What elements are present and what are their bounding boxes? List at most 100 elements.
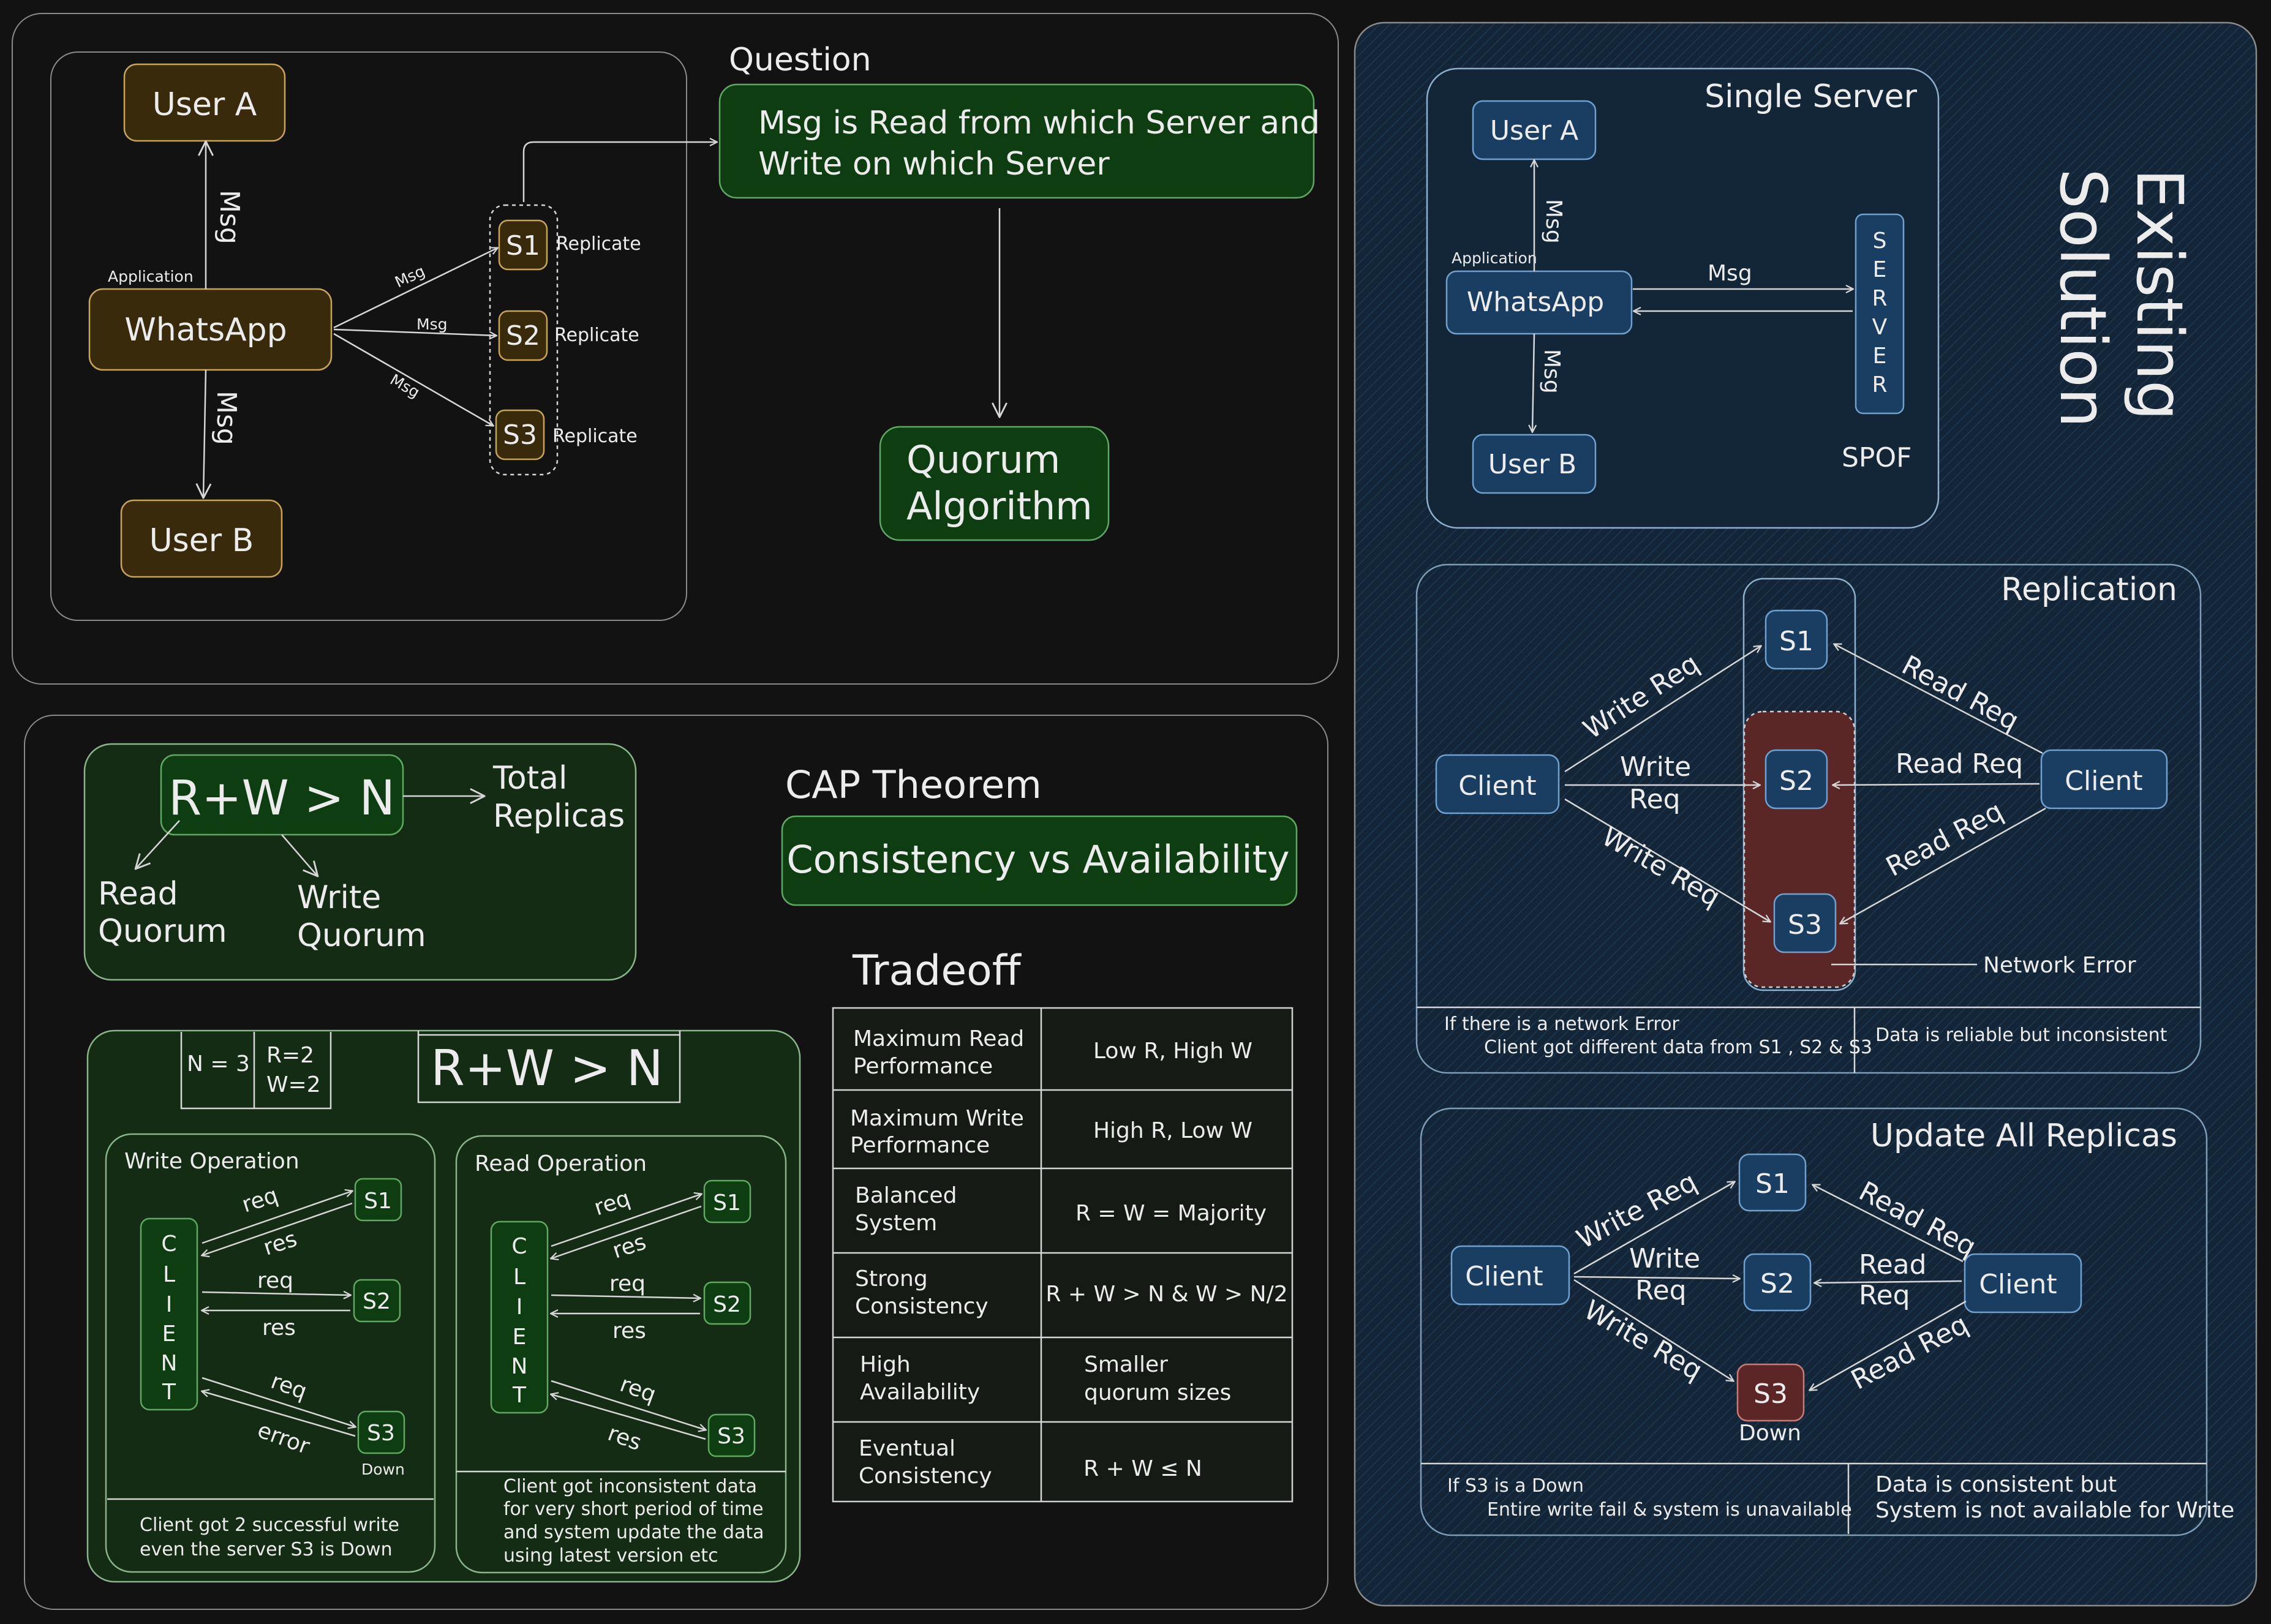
rep-write-label-2a: Write: [1620, 751, 1691, 783]
top-diagram-frame: [50, 51, 687, 621]
server-s3-node: S3: [495, 409, 545, 461]
write-client-t: T: [162, 1380, 176, 1405]
read-res-s3: [551, 1394, 706, 1440]
total-line-1: Total: [492, 760, 567, 797]
rep-note-right: Data is reliable but inconsistent: [1875, 1024, 2167, 1046]
rep-client-right-node: Client: [2040, 749, 2168, 810]
write-s1-node: S1: [354, 1178, 402, 1222]
read-s2-node: S2: [703, 1281, 751, 1325]
cap-subtitle-node: Consistency vs Availability: [781, 815, 1298, 906]
write-client-e: E: [162, 1321, 176, 1347]
tradeoff-row-2-left-2: Performance: [850, 1133, 990, 1158]
tradeoff-row-5-left-2: Availability: [860, 1380, 980, 1405]
read-quorum-line-2: Quorum: [98, 913, 227, 950]
tradeoff-row-6-left-2: Consistency: [859, 1464, 992, 1489]
read-caption-4: using latest version etc: [503, 1545, 718, 1566]
write-res-s1: [202, 1202, 353, 1255]
rep-read-s2: [1833, 784, 2040, 785]
formula-node: R+W > N: [160, 754, 404, 836]
single-user-a-node: User A: [1472, 100, 1597, 160]
read-res-s1: [551, 1205, 702, 1258]
question-line-2: Write on which Server: [758, 146, 1110, 182]
total-line-2: Replicas: [493, 798, 625, 835]
question-heading: Question: [729, 42, 872, 78]
example-formula-box: R+W > N: [417, 1031, 681, 1103]
edge-msg-2: Msg: [416, 315, 447, 333]
tradeoff-row-3-left-1: Balanced: [855, 1183, 957, 1208]
upd-s3-label: S3: [1753, 1378, 1788, 1410]
server-letter-e2: E: [1873, 344, 1887, 369]
msg-up-label: Msg: [214, 190, 245, 244]
single-server-panel: [1426, 67, 1940, 529]
tradeoff-row-4-left-2: Consistency: [855, 1294, 989, 1319]
rep-client-left-node: Client: [1435, 754, 1560, 814]
tradeoff-row-5-right-1: Smaller: [1084, 1352, 1168, 1377]
upd-note-1: If S3 is a Down: [1447, 1475, 1584, 1497]
rep-client-right-label: Client: [2065, 765, 2142, 797]
s3-label: S3: [503, 419, 537, 451]
upd-write-s3: [1573, 1279, 1733, 1381]
single-edge-to-user-b: [1532, 333, 1534, 432]
param-w: W=2: [266, 1072, 321, 1097]
write-s3-node: S3: [357, 1410, 405, 1454]
top-section-frame: [12, 13, 1339, 685]
rep-write-s1: [1564, 646, 1761, 773]
replicate-label-2: Replicate: [554, 325, 639, 346]
edge-replica-to-question: [522, 142, 717, 202]
rep-client-left-label: Client: [1458, 770, 1536, 802]
param-r: R=2: [266, 1043, 314, 1068]
read-client-c: C: [511, 1234, 527, 1259]
single-whatsapp-label: WhatsApp: [1467, 287, 1605, 318]
write-req-label-2: req: [257, 1268, 293, 1293]
upd-s2-label: S2: [1760, 1268, 1795, 1299]
write-s1-label: S1: [364, 1189, 392, 1214]
rep-s3-label: S3: [1788, 909, 1822, 941]
write-quorum-line-1: Write: [297, 879, 381, 916]
upd-read-s2: [1815, 1281, 1962, 1283]
upd-client-left-node: Client: [1450, 1245, 1570, 1306]
single-msg-down: Msg: [1539, 349, 1564, 394]
server-letter-r1: R: [1872, 286, 1887, 311]
rep-write-label-2b: Req: [1629, 784, 1681, 815]
tradeoff-row-4-left-1: Strong: [855, 1266, 928, 1291]
existing-title-line-1: Existing: [2122, 168, 2197, 421]
read-s2-label: S2: [713, 1292, 741, 1317]
tradeoff-row-6-right: R + W ≤ N: [1083, 1456, 1202, 1481]
replicate-label-3: Replicate: [552, 426, 638, 447]
cap-heading: CAP Theorem: [785, 762, 1042, 807]
param-n: N = 3: [187, 1051, 250, 1077]
rep-read-label-2: Read Req: [1896, 748, 2023, 780]
rep-write-s3: [1564, 798, 1770, 922]
tradeoff-heading: Tradeoff: [852, 947, 1022, 995]
existing-title-line-2: Solution: [2046, 168, 2120, 428]
question-line-1: Msg is Read from which Server and: [758, 105, 1320, 141]
quorum-algorithm-node: Quorum Algorithm: [879, 426, 1110, 541]
single-user-a-label: User A: [1490, 115, 1578, 146]
example-formula-text: R+W > N: [431, 1040, 663, 1097]
single-app-caption: Application: [1452, 249, 1537, 267]
msg-down-label: Msg: [211, 391, 242, 445]
write-req-s3: [201, 1377, 355, 1427]
server-letter-v: V: [1872, 315, 1888, 340]
server-letter-r2: R: [1872, 372, 1887, 397]
rep-s1-label: S1: [1779, 626, 1813, 657]
single-msg-label: Msg: [1708, 261, 1752, 286]
quorum-line-1: Quorum: [906, 437, 1060, 482]
upd-read-label-2b: Req: [1859, 1280, 1910, 1311]
write-caption-2: even the server S3 is Down: [140, 1539, 393, 1560]
read-quorum-line-1: Read: [98, 876, 178, 912]
read-req-label-2: req: [609, 1271, 646, 1296]
read-caption-1: Client got inconsistent data: [503, 1476, 757, 1497]
read-client-node: C L I E N T: [490, 1220, 549, 1414]
write-s3-label: S3: [367, 1421, 395, 1446]
write-op-title: Write Operation: [124, 1149, 299, 1174]
read-op-title: Read Operation: [475, 1151, 647, 1176]
write-client-n: N: [161, 1351, 178, 1376]
user-b-node: User B: [120, 499, 283, 578]
edge-app-to-user-b: [203, 369, 206, 497]
tradeoff-row-5-right-2: quorum sizes: [1084, 1380, 1231, 1405]
s1-label: S1: [506, 230, 540, 261]
server-letter-s: S: [1873, 228, 1887, 254]
tradeoff-row-2-left-1: Maximum Write: [850, 1106, 1024, 1131]
read-client-i: I: [516, 1295, 523, 1320]
